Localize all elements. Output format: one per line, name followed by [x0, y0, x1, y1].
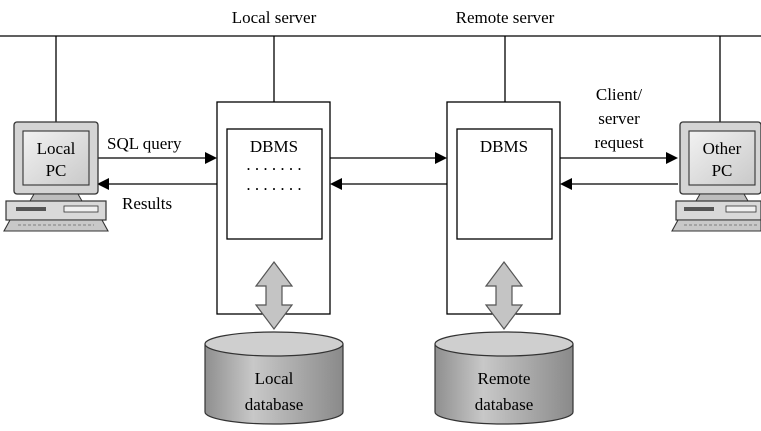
local-database-label-line2: database	[245, 395, 304, 414]
local-server-label: Local server	[232, 8, 317, 27]
local-dbms-box	[226, 128, 323, 240]
client-server-label-line1: Client/	[596, 85, 643, 104]
remote-database-label-line2: database	[475, 395, 534, 414]
sql-query-arrowhead	[205, 152, 217, 164]
local-db-double-arrow	[254, 261, 294, 330]
other-pc-computer-icon	[671, 121, 761, 232]
remote-database-label-line1: Remote	[478, 369, 531, 388]
local-dbms-dots-1: . . . . . . .	[246, 155, 301, 174]
remote-server-label: Remote server	[456, 8, 555, 27]
local-pc-computer-icon	[3, 121, 109, 232]
local-database-icon	[204, 331, 344, 425]
other-pc-label-line2: PC	[712, 161, 733, 180]
client-request-arrowhead	[666, 152, 678, 164]
client-response-arrowhead	[560, 178, 572, 190]
results-label: Results	[122, 194, 172, 213]
local-dbms-dots-2: . . . . . . .	[246, 175, 301, 194]
results-arrowhead	[97, 178, 109, 190]
local-pc-label-line1: Local	[37, 139, 76, 158]
local-database-label-line1: Local	[255, 369, 294, 388]
remote-db-double-arrow	[484, 261, 524, 330]
remote-database-icon	[434, 331, 574, 425]
client-server-label-line2: server	[598, 109, 640, 128]
sql-query-label: SQL query	[107, 134, 182, 153]
remote-dbms-box	[456, 128, 553, 240]
local-dbms-label: DBMS	[250, 137, 298, 156]
remote-dbms-label: DBMS	[480, 137, 528, 156]
local-pc-label-line2: PC	[46, 161, 67, 180]
server-request-arrowhead	[435, 152, 447, 164]
server-response-arrowhead	[330, 178, 342, 190]
other-pc-label-line1: Other	[703, 139, 742, 158]
client-server-label-line3: request	[594, 133, 643, 152]
